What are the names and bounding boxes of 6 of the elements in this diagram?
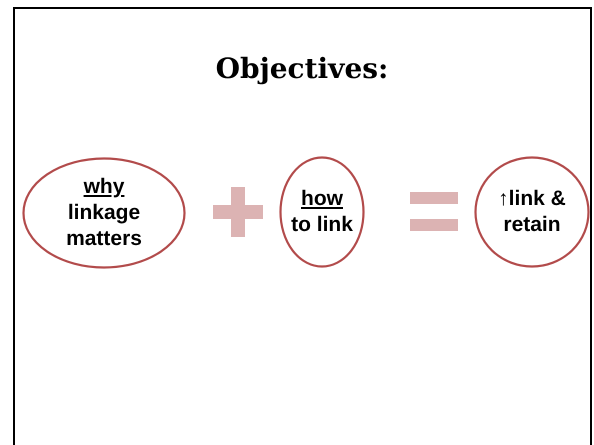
node-heading: why — [84, 174, 124, 200]
title: Objectives: — [214, 52, 390, 85]
node-text: to link — [291, 212, 353, 238]
node-text: ↑link & retain — [497, 186, 567, 238]
node-heading: how — [301, 186, 343, 212]
node-text: linkage matters — [65, 200, 143, 252]
